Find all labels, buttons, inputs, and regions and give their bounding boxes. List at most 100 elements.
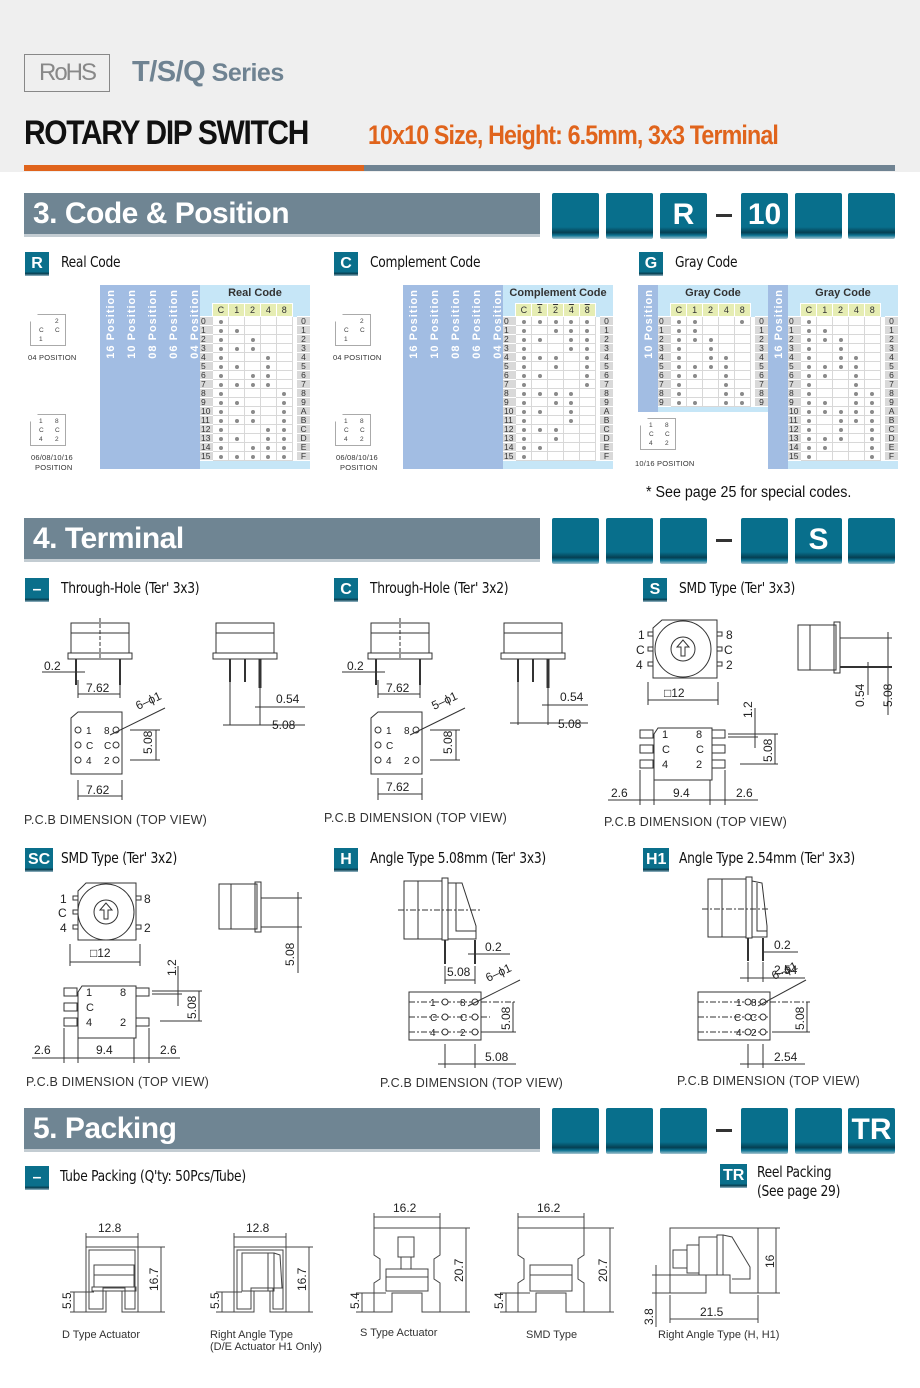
bit-cell [832,316,849,326]
bit-cell [515,451,533,461]
bit-cell [244,325,261,335]
dim-text: 5.08 [141,730,155,754]
page-title: ROTARY DIP SWITCH [24,114,309,152]
bit-on-dot [822,409,827,414]
bit-cell [275,352,293,362]
pin-label: C [55,427,60,434]
bit-on-dot [521,373,526,378]
bit-on-dot [218,445,223,450]
badge-terminal-angle-508: H [334,848,358,872]
bit-cell [733,370,751,380]
bit-cell [212,343,230,353]
bit-on-dot [585,373,590,378]
dim-text: 0.54 [276,692,300,706]
packing-s-type-drawing [356,1213,470,1313]
row-hex: E [297,442,310,452]
bit-cell [275,442,293,452]
bit-cell [244,406,261,416]
bit-cell [531,361,549,371]
pin-label: C [460,1013,467,1024]
bit-on-dot [521,364,526,369]
bit-on-dot [806,382,811,387]
dim-text: 5–ϕ1 [429,689,459,713]
caption-multi-position-mid-1: 06/08/10/16 [336,453,378,462]
chip-04-position-left: 2 C C 1 [30,314,66,346]
bit-cell [847,316,865,326]
bit-cell [863,433,881,443]
label-complement-code: Complement Code [370,253,481,271]
bit-cell [702,352,719,362]
bit-cell [733,343,751,353]
row-hex: 4 [755,352,768,362]
bit-cell [275,334,293,344]
bit-cell [212,406,230,416]
caption-smd-type: SMD Type [526,1329,577,1341]
bit-cell [212,352,230,362]
bit-on-dot [521,418,526,423]
dim-text: 20.7 [452,1258,466,1282]
dim-text: □12 [664,686,685,700]
bit-cell [832,442,849,452]
bit-header: 4 [562,303,580,317]
dim-text: 5.08 [447,965,471,979]
bit-cell [562,397,580,407]
row-hex: 4 [297,352,310,362]
bit-on-dot [218,319,223,324]
bit-on-dot [724,355,729,360]
bit-cell [531,352,549,362]
row-hex: E [600,442,613,452]
bit-cell [863,388,881,398]
bit-cell [816,334,834,344]
row-decimal: 6 [658,370,671,380]
row-hex: 6 [885,370,898,380]
dim-text: □12 [90,946,111,960]
packing-right-angle-h-drawing [652,1227,780,1327]
row-hex: 2 [755,334,768,344]
bit-on-dot [806,400,811,405]
bit-cell [670,343,688,353]
row-hex: 8 [755,388,768,398]
label-reel-packing-1: Reel Packing [757,1163,832,1181]
row-decimal: 3 [200,343,213,353]
bit-on-dot [250,454,255,459]
bit-cell [578,352,596,362]
bit-cell [702,316,719,326]
bit-cell [847,424,865,434]
bit-on-dot [854,409,859,414]
bit-cell [275,433,293,443]
pin-label: C [662,744,670,756]
bit-cell [863,352,881,362]
code-box [552,193,599,239]
bit-cell [259,424,277,434]
bit-on-dot [521,355,526,360]
row-decimal: 1 [200,325,213,335]
bit-cell [717,325,735,335]
dim-text: 0.2 [44,659,61,673]
bit-cell [816,451,834,461]
bit-on-dot [854,355,859,360]
bit-cell [863,415,881,425]
bit-cell [863,334,881,344]
pin-label: 8 [404,726,410,737]
bit-cell [547,442,564,452]
dim-text: 7.62 [386,780,410,794]
badge-terminal-smd-3x2: SC [25,848,54,872]
row-hex: 9 [885,397,898,407]
bit-cell [578,451,596,461]
bit-cell [228,361,246,371]
pin-label: 8 [696,729,702,741]
bit-on-dot [218,400,223,405]
dim-text: 9.4 [96,1043,113,1057]
pcb-caption-through-hole-3x3: P.C.B DIMENSION (TOP VIEW) [24,813,208,827]
bit-cell [832,451,849,461]
dim-text: 5.4 [348,1292,362,1309]
bit-on-dot [870,391,875,396]
bit-cell [244,451,261,461]
bit-cell [259,388,277,398]
dim-text: 20.7 [596,1258,610,1282]
